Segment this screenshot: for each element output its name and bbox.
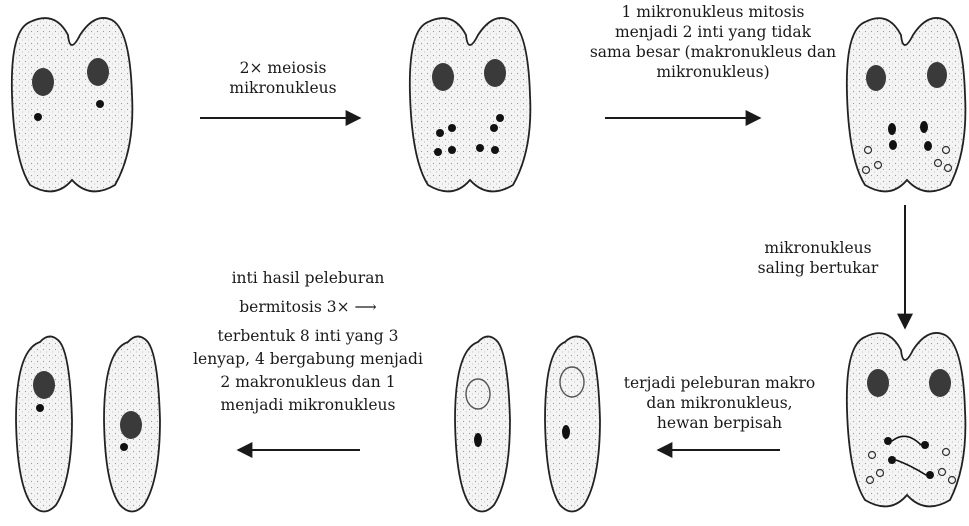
cell-body <box>847 18 966 191</box>
macronucleus <box>32 68 54 96</box>
stage2-conjugating-pair <box>410 18 531 191</box>
stage4-conjugating-pair <box>847 333 966 506</box>
macronucleus <box>484 59 506 87</box>
micronucleus <box>34 113 42 121</box>
label-step1: 2× meiosis mikronukleus <box>218 58 348 98</box>
label-step2: 1 mikronukleus mitosis menjadi 2 inti ya… <box>578 2 848 82</box>
macronucleus <box>87 58 109 86</box>
label-step5: inti hasil peleburan bermitosis 3× ⟶ ter… <box>168 267 448 417</box>
cell-body <box>12 18 133 191</box>
stage3-conjugating-pair <box>847 18 966 191</box>
cell-left <box>455 336 510 511</box>
label-step3: mikronukleus saling bertukar <box>748 238 888 278</box>
micronucleus <box>96 100 104 108</box>
stage5-separated-cells <box>455 336 600 511</box>
stage1-conjugating-pair <box>12 18 133 191</box>
stage6-final-cells <box>16 336 160 511</box>
label-step4: terjadi peleburan makro dan mikronukleus… <box>612 373 827 433</box>
cell-body <box>410 18 531 191</box>
cell-body <box>847 333 966 506</box>
cell-right <box>545 336 600 511</box>
macronucleus <box>432 63 454 91</box>
cell-left <box>16 336 72 511</box>
